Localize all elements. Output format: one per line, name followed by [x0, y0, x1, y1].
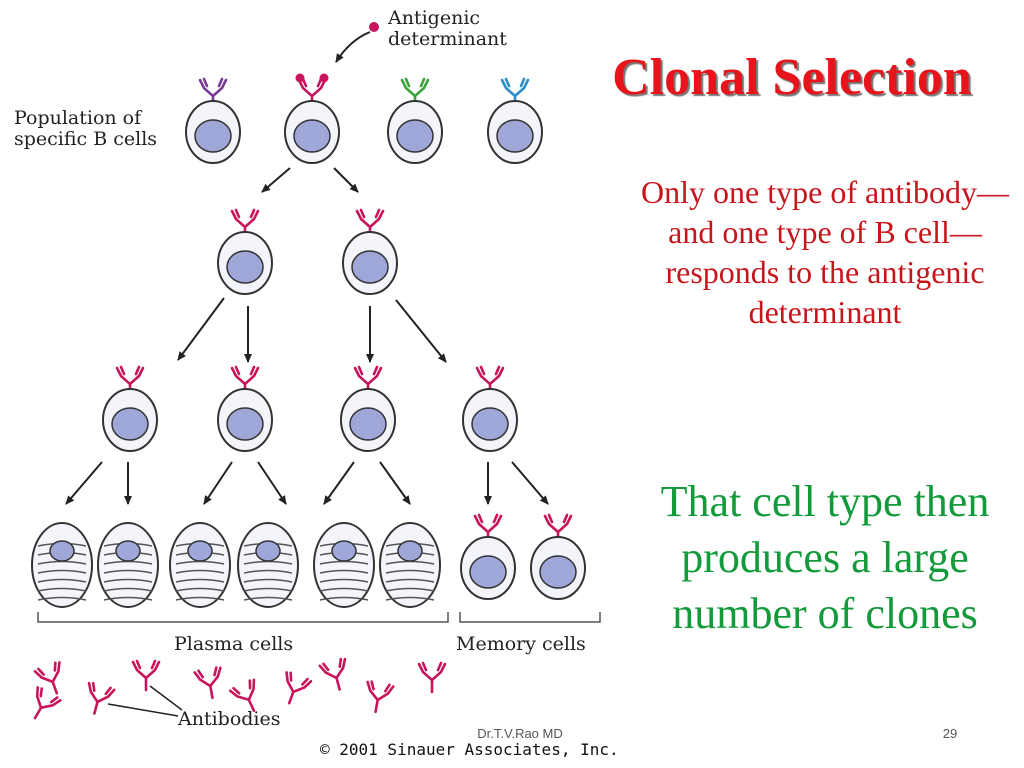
arrow-r3-a: [65, 461, 103, 505]
memory-cell-1: [460, 513, 516, 600]
free-antibody-7: [366, 680, 395, 714]
free-antibody-10: [33, 686, 62, 720]
b-cell-purple: [185, 77, 241, 164]
free-antibody-6: [318, 657, 347, 691]
clone-cell-4: [217, 365, 273, 452]
clonal-selection-diagram: [31, 22, 601, 720]
antibodies-pointer-left: [107, 703, 179, 717]
selection-explanation: Only one type of antibody—and one type o…: [641, 174, 1009, 330]
antigenic-determinant-label: Antigenic determinant: [388, 8, 507, 50]
arrow-r1-right: [333, 167, 359, 193]
clone-cell-5: [340, 365, 396, 452]
arrow-r1-left: [261, 167, 291, 193]
free-antibody-8: [417, 661, 447, 694]
population-label: Population of specific B cells: [14, 108, 157, 150]
plasma-cell-3: [169, 522, 231, 608]
copyright-notice: © 2001 Sinauer Associates, Inc.: [320, 740, 619, 759]
plasma-cell-6: [379, 522, 441, 608]
plasma-cell-1: [31, 522, 93, 608]
antigenic-label-line2: determinant: [388, 28, 507, 50]
plasma-cells-label: Plasma cells: [174, 633, 294, 655]
free-antibody-9: [229, 678, 256, 712]
arrow-r3-c: [203, 461, 233, 505]
memory-cell-2: [530, 513, 586, 600]
memory-cells-label: Memory cells: [456, 633, 586, 655]
plasma-cell-4: [237, 522, 299, 608]
antigen-arrow: [335, 31, 371, 63]
clone-explanation: That cell type then produces a large num…: [660, 477, 990, 638]
clone-cell-3: [102, 365, 158, 452]
antigen-dot: [369, 22, 379, 32]
plasma-cell-2: [97, 522, 159, 608]
b-cell-blue: [487, 77, 543, 164]
arrow-r3-f: [379, 461, 411, 505]
free-antibody-2: [87, 681, 116, 715]
clone-cell-2: [342, 208, 398, 295]
free-antibody-5: [285, 671, 313, 705]
clone-cell-1: [217, 208, 273, 295]
population-label-line1: Population of: [14, 107, 142, 129]
free-antibody-1: [33, 661, 61, 695]
arrow-r3-e: [323, 461, 355, 505]
clone-cell-6: [462, 365, 518, 452]
plasma-bracket: [37, 612, 449, 623]
antibodies-pointer-right: [149, 685, 183, 711]
free-antibody-3: [131, 659, 161, 692]
slide-title: Clonal Selection: [612, 49, 972, 106]
page-number: 29: [942, 726, 958, 741]
memory-bracket: [459, 612, 601, 623]
b-cell-selected: [284, 73, 340, 164]
antigenic-label-line1: Antigenic: [388, 7, 481, 29]
free-antibody-4: [193, 666, 222, 700]
arrow-r3-h: [511, 461, 549, 505]
b-cell-green: [387, 77, 443, 164]
arrow-r3-d: [257, 461, 287, 505]
antibodies-label: Antibodies: [178, 708, 281, 730]
population-label-line2: specific B cells: [14, 128, 158, 150]
arrow-r2-a: [177, 297, 225, 361]
footer-author: Dr.T.V.Rao MD: [477, 726, 563, 741]
plasma-cell-5: [313, 522, 375, 608]
arrow-r2-d: [395, 299, 447, 363]
